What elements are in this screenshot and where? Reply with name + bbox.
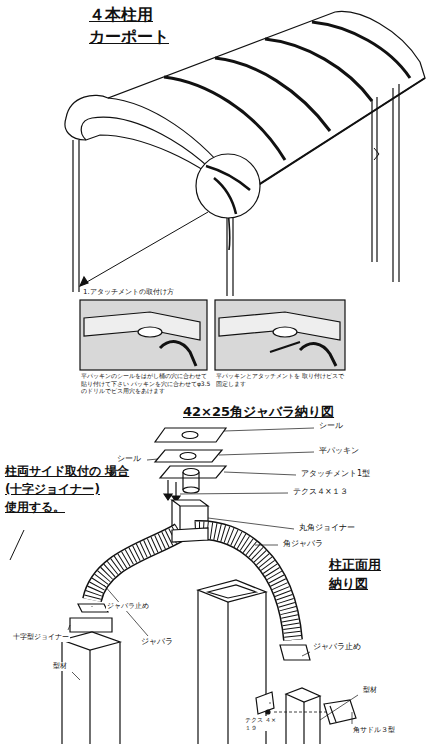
bellows-part	[92, 532, 180, 600]
carport-roof-part	[312, 22, 410, 78]
attachment-photos-part	[138, 327, 162, 337]
left-post-part	[70, 618, 112, 632]
part-label: 42×25角ジャバラ納り図	[182, 404, 335, 420]
carport-posts-part	[374, 148, 379, 160]
part-label: ジャバラ止め	[106, 602, 150, 611]
saddle-and-screws-part	[266, 710, 270, 714]
attachment-photos-part	[84, 312, 200, 340]
attachment-photos	[80, 300, 345, 370]
leader-lines-part	[180, 493, 288, 494]
leader-lines-part	[208, 518, 294, 529]
leader-lines-part	[224, 472, 296, 475]
screws	[164, 480, 180, 502]
part-label: テクス ４×１９	[244, 716, 278, 731]
carport-roof-part	[164, 77, 285, 160]
part-label: ジャバラ	[140, 637, 174, 647]
attachment-photos-part	[160, 342, 196, 366]
attachment-photos-part	[219, 312, 340, 340]
part-label: 丸角ジョイナー	[298, 523, 356, 533]
seal-plates-part	[183, 487, 199, 493]
seal-plates	[155, 428, 226, 493]
bellows	[92, 528, 293, 640]
part-label: 十字型ジョイナー	[12, 633, 70, 642]
attachment-photos-part	[270, 342, 300, 352]
diagram-title: ４本柱用 カーポート	[88, 4, 190, 47]
part-label: シール	[318, 421, 344, 431]
carport-posts	[73, 84, 399, 296]
part-label: ジャバラ止め	[312, 642, 362, 652]
seal-plates-part	[183, 469, 199, 476]
right-post-part	[286, 688, 320, 702]
attachment-photos-part	[300, 344, 336, 366]
round-square-joiner-part	[172, 500, 208, 506]
saddle-and-screws-part	[256, 692, 274, 714]
center-post-part	[198, 580, 266, 602]
carport-posts-part	[372, 97, 377, 262]
left-post	[62, 604, 120, 744]
bellows-part	[195, 530, 293, 640]
left-post-part	[62, 640, 120, 744]
seal-plates-part	[160, 466, 226, 478]
saddle-and-screws-part	[324, 700, 356, 724]
side-arrow-part	[10, 530, 24, 560]
seal-plates-part	[155, 428, 226, 442]
part-label: 平パッキン	[318, 446, 360, 456]
center-post-part	[208, 585, 256, 598]
detail-callout	[80, 154, 260, 286]
saddle-and-screws-part	[330, 706, 336, 722]
detail-callout-part	[196, 154, 260, 218]
leader-lines-part	[270, 702, 271, 704]
leader-lines-part	[352, 712, 353, 724]
left-post-part	[78, 604, 108, 612]
attachment-photos-part	[80, 300, 207, 370]
carport-posts-part	[73, 140, 79, 292]
part-label: 1.アタッチメントの取付け方	[82, 288, 175, 297]
part-label: 角サドル３型	[352, 726, 396, 735]
left-post-part	[62, 632, 120, 650]
seal-plates-part	[155, 450, 222, 462]
bellows-part	[195, 530, 293, 640]
leader-lines-part	[72, 672, 80, 680]
detail-callout-part	[80, 212, 208, 286]
carport-roof-part	[238, 78, 425, 198]
detail-callout-part	[206, 166, 250, 214]
saddle-and-screws-part	[274, 712, 330, 713]
leader-lines-part	[302, 652, 310, 656]
right-post-part	[280, 645, 310, 660]
part-label: 平パッキンとアタッチメントを 取り付けビスで固定します	[215, 372, 349, 387]
leader-lines-part	[224, 428, 314, 431]
detail-callout-part	[80, 277, 88, 286]
right-post	[280, 645, 320, 744]
leader-lines-part	[147, 459, 158, 460]
part-label: 角ジャバラ	[282, 539, 324, 549]
part-label: テクス４×１３	[292, 487, 349, 497]
seal-plates-part	[182, 432, 198, 439]
bellows-part	[92, 532, 180, 600]
leader-lines-part	[219, 452, 314, 455]
carport-roof-part	[265, 39, 372, 101]
carport-roof-part	[215, 58, 330, 131]
part-label: アタッチメント1型	[300, 469, 371, 479]
bellows-part	[92, 532, 180, 600]
bellows-part	[172, 528, 208, 542]
attachment-photos-part	[273, 327, 297, 337]
leader-lines-part	[255, 545, 278, 546]
part-label: 柱正面用 納り図	[328, 556, 420, 594]
part-label: 型材	[362, 686, 378, 695]
part-label: 平パッキンのシールをはがし桶の穴に合わせて貼り付けて下さい パッキンを穴に合わせ…	[80, 372, 212, 395]
right-post-part	[286, 694, 320, 744]
part-label: 型材	[52, 662, 68, 671]
attachment-photos-part	[215, 300, 345, 370]
bellows-part	[195, 530, 293, 640]
side-arrow	[10, 530, 24, 560]
seal-plates-part	[180, 453, 196, 460]
carport-posts-part	[393, 84, 399, 282]
leader-lines-part	[92, 606, 93, 607]
part-label: 柱両サイド取付の 場合(十字ジョイナー) 使用する。	[4, 462, 151, 516]
leader-lines-part	[68, 625, 70, 630]
